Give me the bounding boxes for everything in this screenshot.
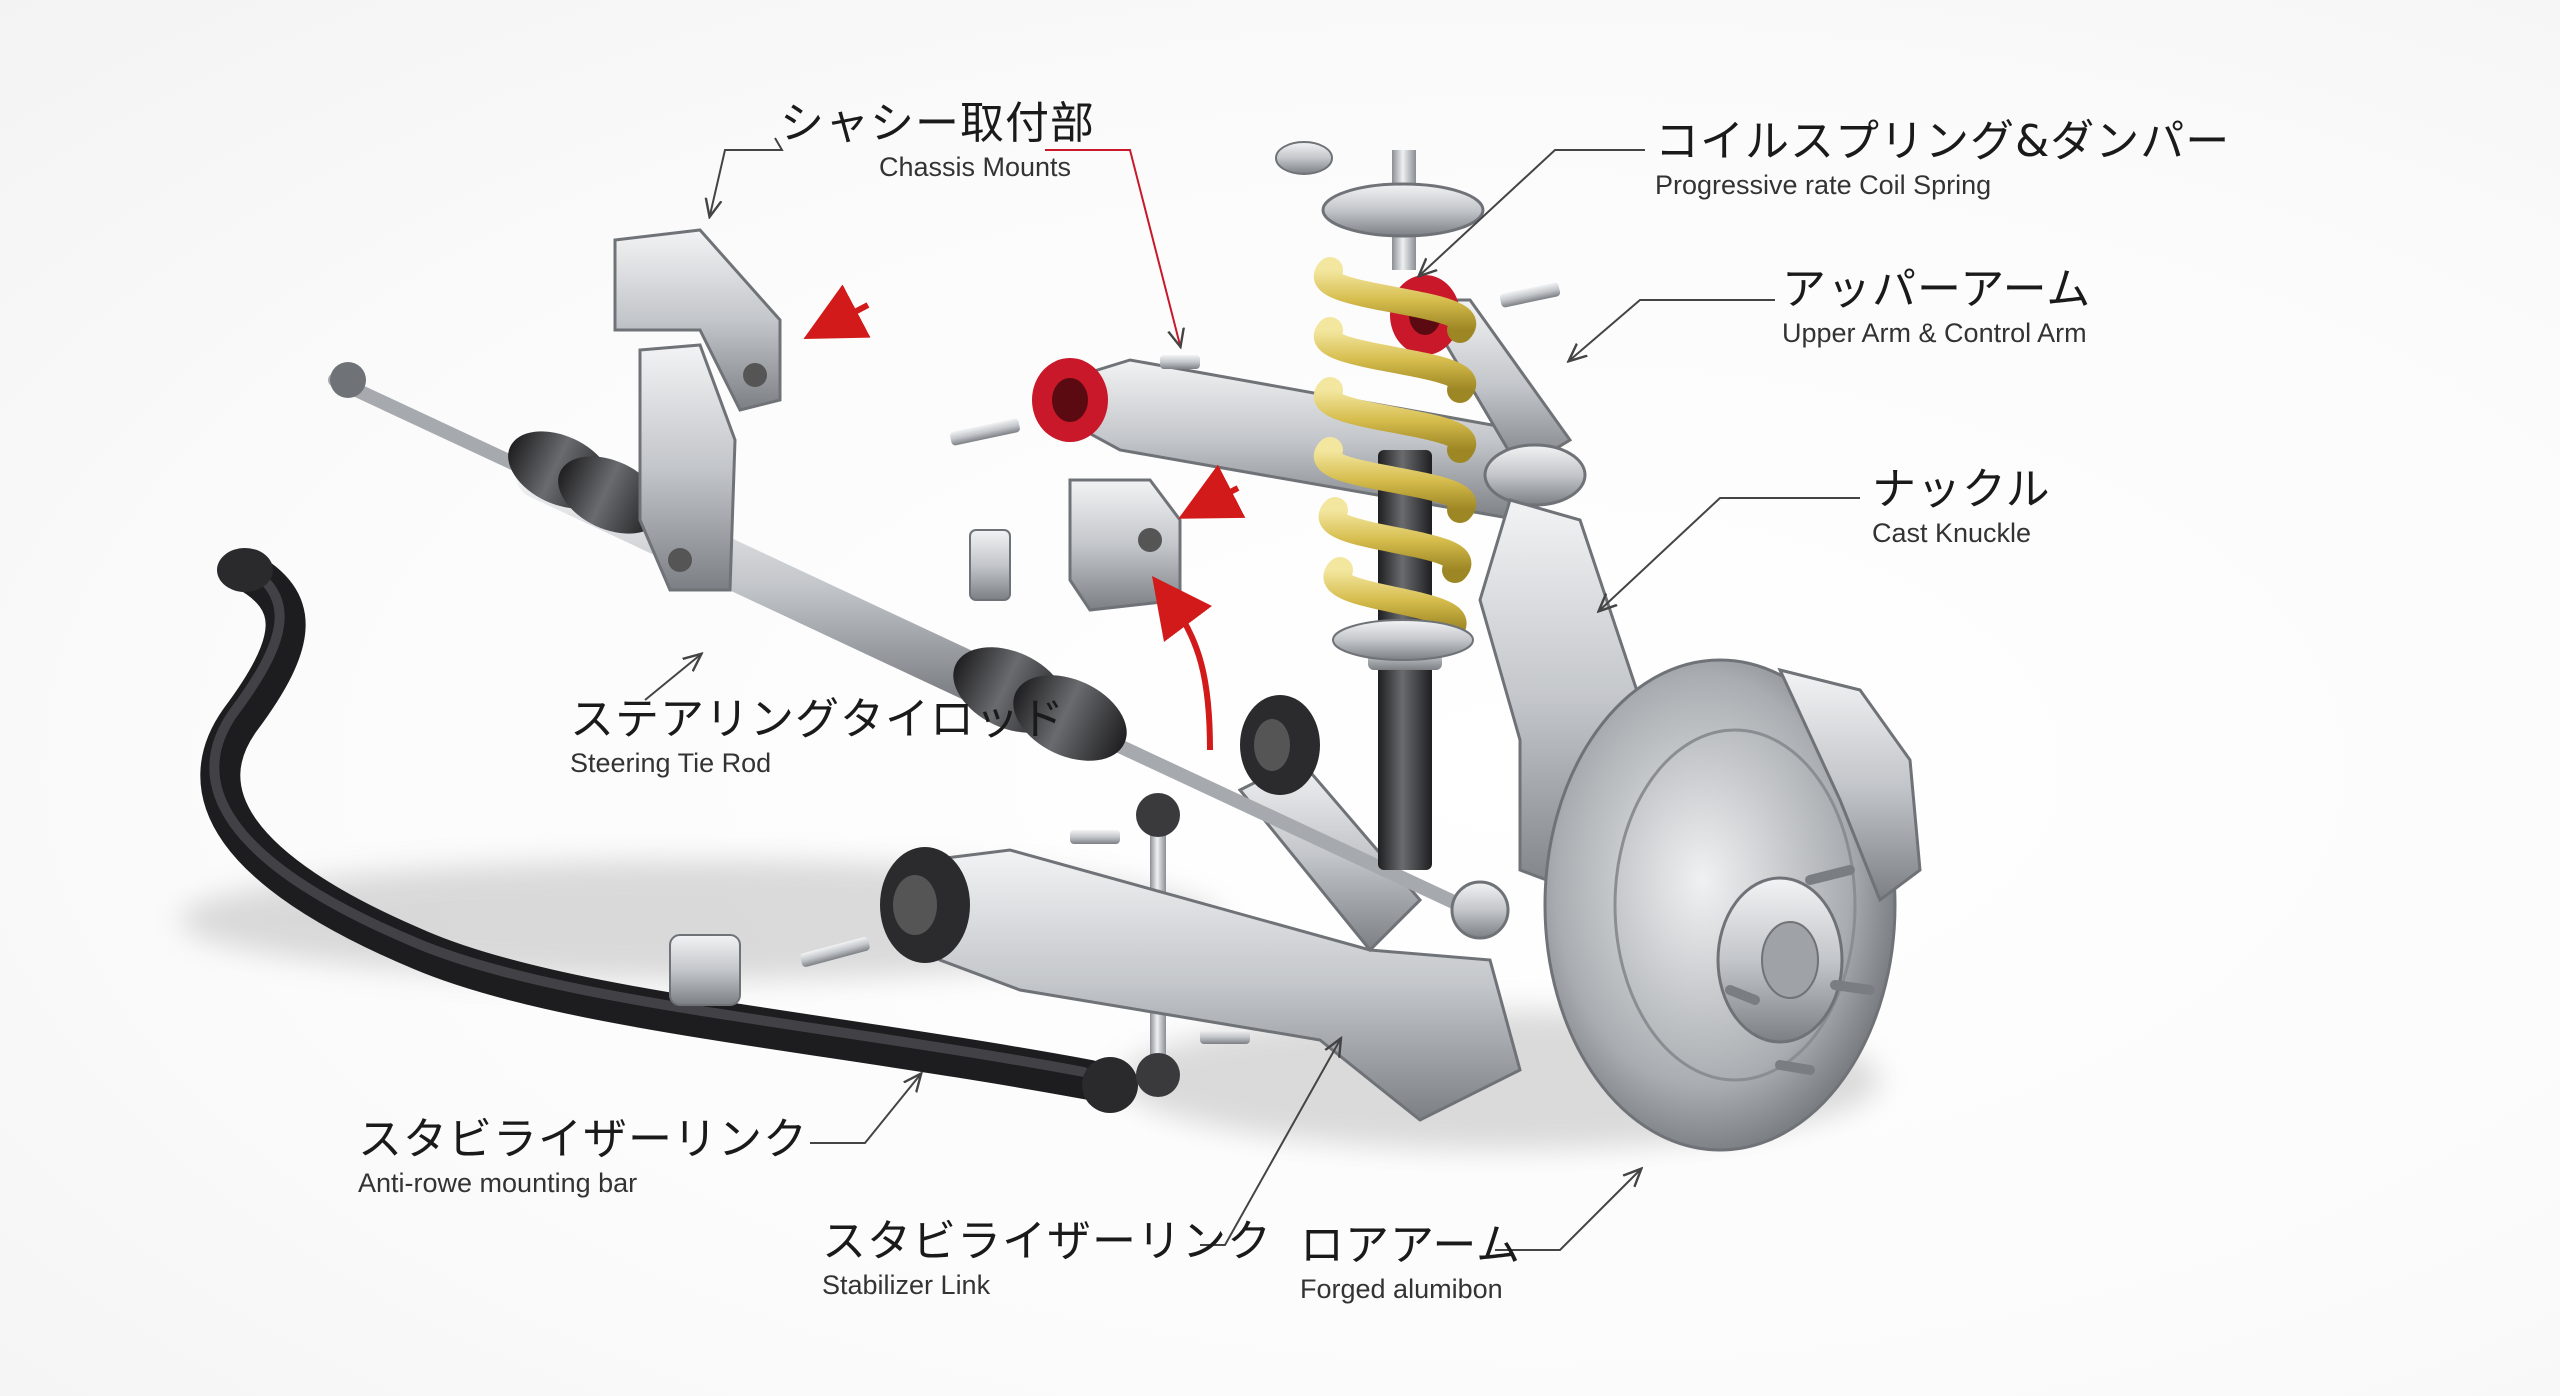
label-tie-rod-en: Steering Tie Rod <box>570 748 772 779</box>
label-stabilizer-link-en: Stabilizer Link <box>822 1270 991 1301</box>
leader-lines <box>644 137 1860 1251</box>
label-coil-spring-en: Progressive rate Coil Spring <box>1655 170 1992 201</box>
label-knuckle-en: Cast Knuckle <box>1872 518 2032 549</box>
label-stabilizer-link: スタビライザーリンク Stabilizer Link <box>822 1216 1272 1301</box>
label-tie-rod: ステアリングタイロッド Steering Tie Rod <box>570 694 1065 779</box>
label-stabilizer-bar-jp: スタビライザーリンク <box>358 1114 808 1165</box>
label-lower-arm-en: Forged alumibon <box>1300 1274 1503 1305</box>
knuckle-and-brake <box>1478 498 1922 1152</box>
label-lower-arm: ロアアーム Forged alumibon <box>1300 1220 1522 1305</box>
loose-bolts <box>950 282 1561 446</box>
coil-spring-damper <box>1275 141 1485 870</box>
label-tie-rod-jp: ステアリングタイロッド <box>570 694 1065 745</box>
label-upper-arm-jp: アッパーアーム <box>1782 264 2092 315</box>
label-lower-arm-jp: ロアアーム <box>1300 1220 1522 1271</box>
label-chassis-mounts-jp: シャシー取付部 <box>780 98 1095 149</box>
stabilizer-bar <box>200 548 1138 1113</box>
lower-control-arm <box>800 695 1522 1122</box>
label-upper-arm-en: Upper Arm & Control Arm <box>1782 318 2087 349</box>
chassis-mount-brackets <box>613 228 1182 612</box>
label-coil-spring-jp: コイルスプリング&ダンパー <box>1655 116 2231 167</box>
label-chassis-mounts: シャシー取付部 Chassis Mounts <box>780 98 1095 183</box>
label-knuckle-jp: ナックル <box>1872 464 2051 515</box>
label-coil-spring: コイルスプリング&ダンパー Progressive rate Coil Spri… <box>1655 116 2231 201</box>
label-chassis-mounts-en: Chassis Mounts <box>878 152 1072 183</box>
steering-rack <box>328 362 1510 940</box>
label-stabilizer-link-jp: スタビライザーリンク <box>822 1216 1272 1267</box>
label-stabilizer-bar-en: Anti-rowe mounting bar <box>358 1168 638 1199</box>
label-upper-arm: アッパーアーム Upper Arm & Control Arm <box>1782 264 2092 349</box>
label-knuckle: ナックル Cast Knuckle <box>1872 464 2051 549</box>
label-stabilizer-bar: スタビライザーリンク Anti-rowe mounting bar <box>358 1114 808 1199</box>
red-assembly-arrows <box>803 284 1246 751</box>
